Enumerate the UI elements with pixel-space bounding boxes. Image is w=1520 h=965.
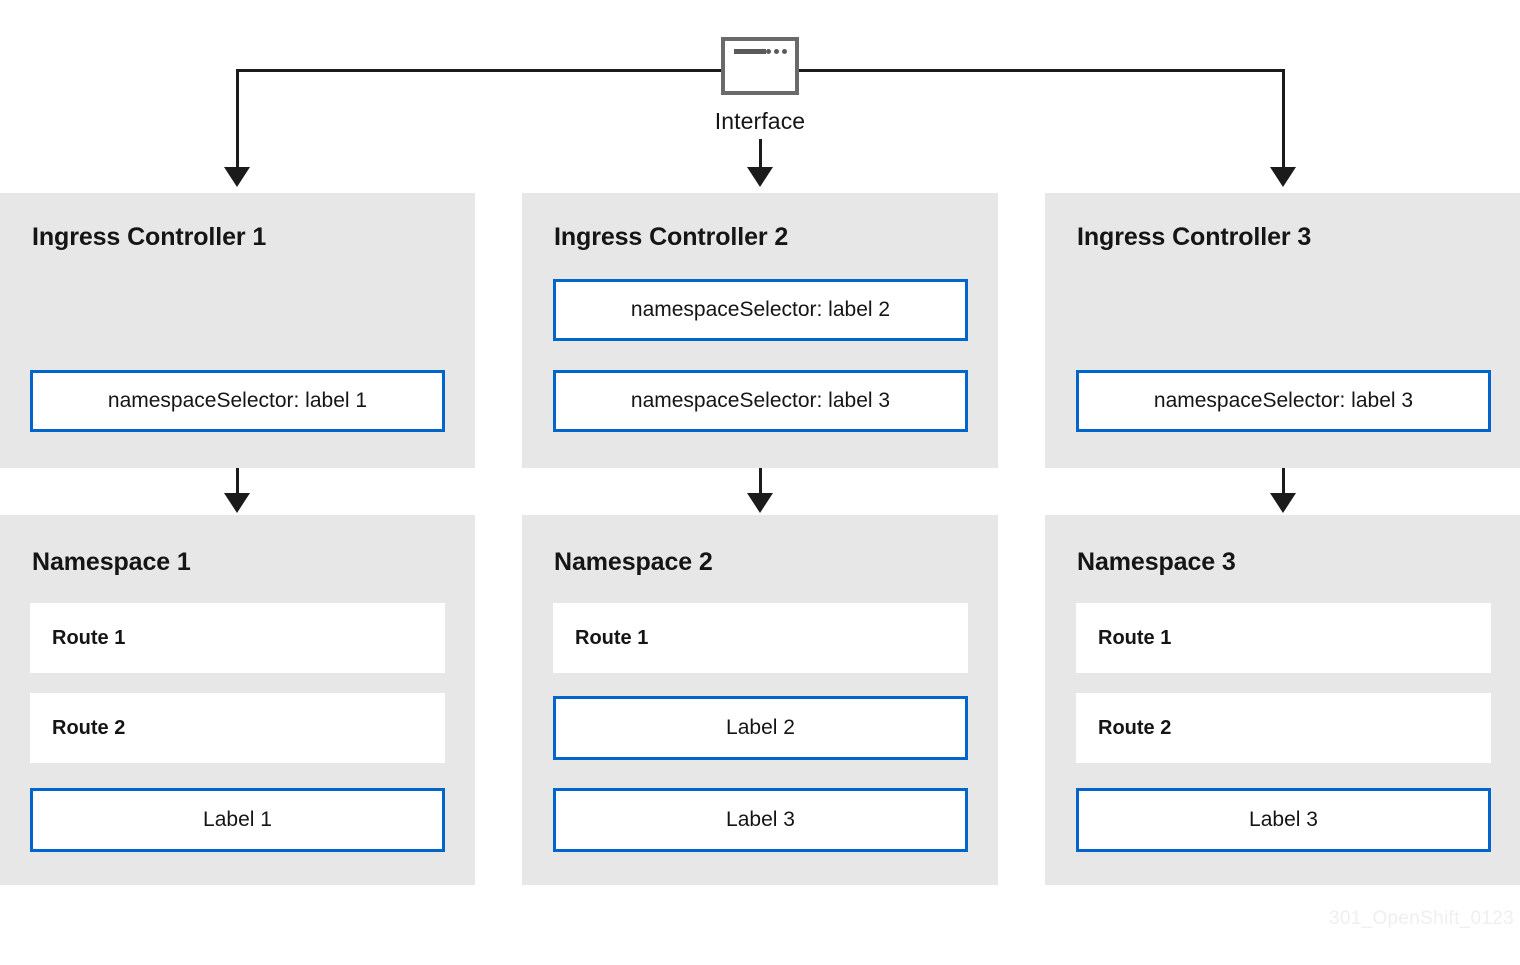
- arrowhead-to-controller-3: [1270, 167, 1296, 187]
- namespace-label-chip[interactable]: Label 3: [1076, 788, 1491, 852]
- namespace-selector-chip[interactable]: namespaceSelector: label 3: [553, 370, 968, 432]
- interface-label: Interface: [714, 108, 806, 134]
- ingress-controller-1-panel: Ingress Controller 1 namespaceSelector: …: [0, 193, 475, 468]
- namespace-selector-chip[interactable]: namespaceSelector: label 2: [553, 279, 968, 341]
- connector-to-controller-1: [236, 69, 239, 168]
- namespace-2-title: Namespace 2: [554, 548, 713, 576]
- ingress-controller-1-title: Ingress Controller 1: [32, 223, 267, 251]
- arrowhead-to-controller-2: [747, 167, 773, 187]
- connector-controller-1-to-namespace-1: [236, 468, 239, 495]
- arrowhead-to-namespace-1: [224, 493, 250, 513]
- window-icon-titlebar: [734, 49, 766, 54]
- arrowhead-to-namespace-3: [1270, 493, 1296, 513]
- namespace-3-title: Namespace 3: [1077, 548, 1236, 576]
- watermark: 301_OpenShift_0123: [1329, 908, 1514, 929]
- connector-controller-2-to-namespace-2: [759, 468, 762, 495]
- arrowhead-to-controller-1: [224, 167, 250, 187]
- namespace-1-title: Namespace 1: [32, 548, 191, 576]
- connector-controller-3-to-namespace-3: [1282, 468, 1285, 495]
- ingress-controller-3-title: Ingress Controller 3: [1077, 223, 1312, 251]
- route-row[interactable]: Route 2: [1076, 693, 1491, 763]
- arrowhead-to-namespace-2: [747, 493, 773, 513]
- route-row[interactable]: Route 1: [30, 603, 445, 673]
- namespace-1-panel: Namespace 1 Route 1 Route 2 Label 1: [0, 515, 475, 885]
- route-row[interactable]: Route 1: [1076, 603, 1491, 673]
- route-row[interactable]: Route 1: [553, 603, 968, 673]
- connector-to-controller-3: [1282, 69, 1285, 168]
- window-icon: [721, 37, 799, 95]
- namespace-selector-chip[interactable]: namespaceSelector: label 3: [1076, 370, 1491, 432]
- namespace-2-panel: Namespace 2 Route 1 Label 2 Label 3: [522, 515, 998, 885]
- route-row[interactable]: Route 2: [30, 693, 445, 763]
- ingress-controller-2-title: Ingress Controller 2: [554, 223, 789, 251]
- namespace-label-chip[interactable]: Label 1: [30, 788, 445, 852]
- ingress-controller-3-panel: Ingress Controller 3 namespaceSelector: …: [1045, 193, 1520, 468]
- namespace-label-chip[interactable]: Label 3: [553, 788, 968, 852]
- namespace-selector-chip[interactable]: namespaceSelector: label 1: [30, 370, 445, 432]
- namespace-3-panel: Namespace 3 Route 1 Route 2 Label 3: [1045, 515, 1520, 885]
- namespace-label-chip[interactable]: Label 2: [553, 696, 968, 760]
- window-icon-dots: [766, 49, 787, 54]
- connector-to-controller-2: [759, 139, 762, 168]
- ingress-controller-2-panel: Ingress Controller 2 namespaceSelector: …: [522, 193, 998, 468]
